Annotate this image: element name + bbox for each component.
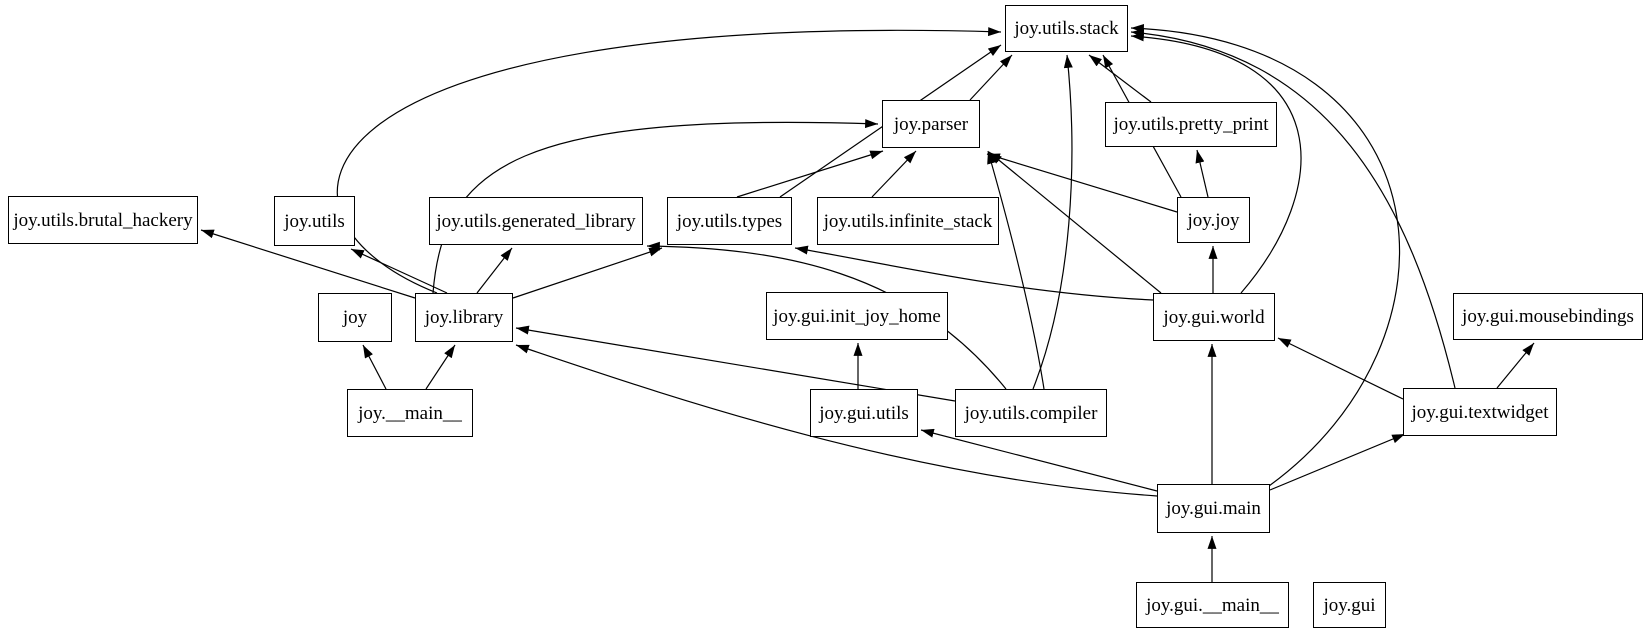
edge-joy.gui.main-to-joy.gui.textwidget	[1269, 433, 1406, 491]
node-joy-gui-textwidget: joy.gui.textwidget	[1403, 388, 1557, 436]
node-joy-gui-main: joy.gui.main	[1157, 484, 1270, 533]
node-joy-main-module: joy.__main__	[347, 389, 473, 437]
node-joy-utils-types: joy.utils.types	[667, 197, 792, 245]
edge-joy.library-to-joy.utils.brutal_hackery	[200, 229, 416, 299]
edge-joy.gui.textwidget-to-joy.gui.mousebindings	[1496, 342, 1535, 389]
node-joy: joy	[318, 293, 392, 342]
node-joy-gui: joy.gui	[1313, 582, 1386, 628]
edge-joy.utils.compiler-to-joy.parser	[987, 150, 1045, 390]
edge-joy.gui.main-to-joy.library	[515, 344, 1158, 497]
edge-joy.gui.main-to-joy.utils.stack	[1130, 23, 1401, 487]
node-joy-gui-world: joy.gui.world	[1153, 293, 1275, 341]
edge-joy.utils.infinite_stack-to-joy.parser	[871, 150, 917, 198]
edge-joy.utils.types-to-joy.parser	[736, 150, 884, 198]
node-joy-utils-generated-library: joy.utils.generated_library	[429, 197, 643, 245]
edge-joy.utils.compiler-to-joy.library	[515, 325, 956, 402]
edge-joy.__main__-to-joy	[362, 344, 387, 390]
edge-joy.utils.pretty_print-to-joy.utils.stack	[1088, 54, 1152, 103]
edge-joy.gui.world-to-joy.utils.stack	[1130, 32, 1302, 294]
node-joy-utils-stack: joy.utils.stack	[1005, 5, 1128, 52]
edge-joy.gui.main-to-joy.gui.utils	[920, 428, 1158, 492]
node-joy-joy: joy.joy	[1177, 197, 1250, 243]
node-joy-gui-init-joy-home: joy.gui.init_joy_home	[766, 292, 948, 340]
edge-joy.joy-to-joy.utils.pretty_print	[1195, 149, 1209, 198]
node-joy-gui-utils: joy.gui.utils	[810, 389, 918, 437]
edge-joy.gui.world-to-joy.parser	[988, 151, 1162, 294]
node-joy-utils-pretty-print: joy.utils.pretty_print	[1105, 102, 1277, 147]
edge-joy.library-to-joy.utils	[350, 248, 448, 294]
node-joy-parser: joy.parser	[882, 100, 980, 148]
edge-joy.library-to-joy.utils.stack	[336, 27, 1002, 294]
node-joy-utils-compiler: joy.utils.compiler	[955, 389, 1107, 437]
edge-joy.gui.textwidget-to-joy.gui.world	[1277, 337, 1404, 400]
node-joy-gui-mousebindings: joy.gui.mousebindings	[1453, 293, 1643, 340]
edge-joy.__main__-to-joy.library	[425, 344, 456, 390]
node-joy-library: joy.library	[415, 293, 513, 342]
edge-joy.utils.compiler-to-joy.utils.generated_library	[646, 241, 1007, 390]
edge-joy.parser-to-joy.utils.stack	[969, 54, 1013, 101]
edge-joy.gui.textwidget-to-joy.utils.stack	[1130, 28, 1456, 389]
edge-joy.library-to-joy.utils.generated_library	[476, 247, 513, 294]
edge-joy.library-to-joy.utils.types	[512, 247, 663, 299]
edge-joy.gui.world-to-joy.utils.types	[794, 245, 1154, 301]
node-joy-utils-infinite-stack: joy.utils.infinite_stack	[817, 197, 999, 245]
node-joy-gui-main-module: joy.gui.__main__	[1136, 582, 1289, 628]
node-joy-utils-brutal-hackery: joy.utils.brutal_hackery	[8, 196, 198, 244]
edge-joy.joy-to-joy.parser	[986, 153, 1178, 213]
node-joy-utils: joy.utils	[274, 196, 355, 246]
edge-joy.utils.compiler-to-joy.utils.stack	[1032, 54, 1073, 390]
